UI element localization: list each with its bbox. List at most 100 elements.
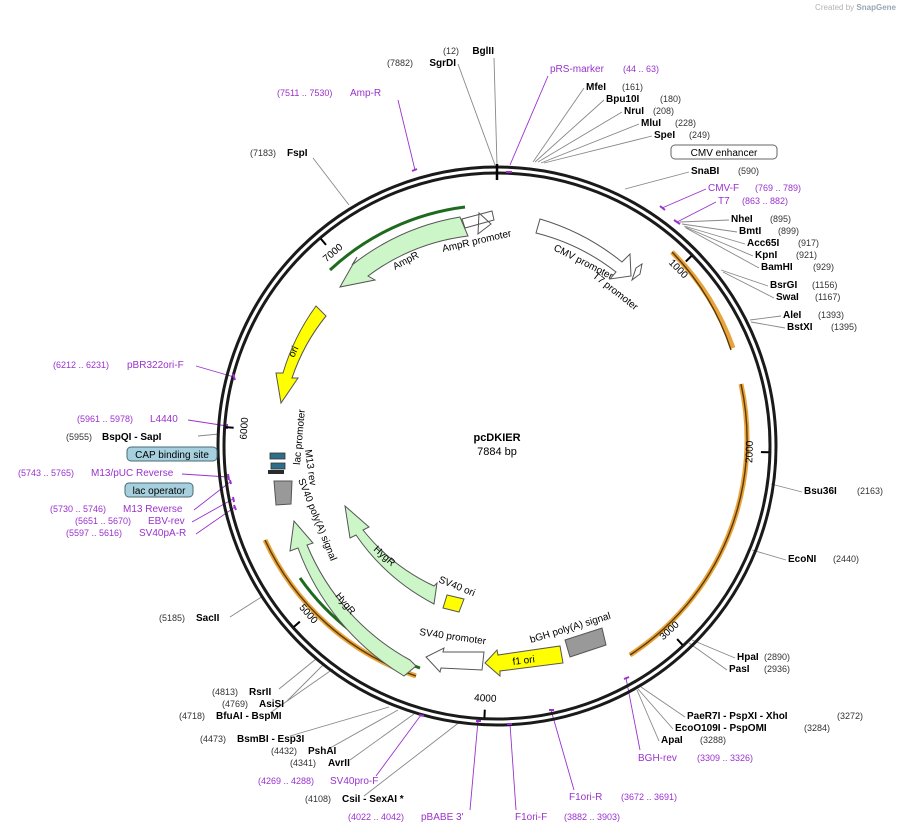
primer-name: pBR322ori-F	[127, 360, 184, 371]
enzyme-position: (4769)	[222, 699, 248, 709]
enzyme-leader-32	[197, 433, 220, 437]
enzyme-name: RsrII	[249, 687, 271, 698]
enzyme-position: (921)	[796, 250, 817, 260]
ruler-label-5000: 5000	[296, 602, 319, 626]
enzyme-name: Bpu10I	[606, 94, 640, 105]
enzyme-leader-33	[312, 157, 350, 206]
primer-range: (4022 .. 4042)	[348, 812, 404, 822]
enzyme-leader-10	[683, 225, 746, 245]
enzyme-leader-25	[349, 713, 415, 761]
enzyme-leader-20	[688, 642, 728, 671]
primer-name: Amp-R	[350, 88, 381, 99]
enzyme-name: BfuAI - BspMI	[216, 711, 282, 722]
enzyme-name: EcoO109I - PspOMI	[675, 723, 767, 734]
enzyme-leader-12	[685, 227, 760, 269]
enzyme-position: (2936)	[764, 664, 790, 674]
enzyme-position: (4813)	[212, 687, 238, 697]
primer-leader-12	[509, 723, 517, 811]
enzyme-name: BstXI	[787, 322, 813, 333]
primer-range: (3309 .. 3326)	[697, 753, 753, 763]
t7-promoter-arrow	[631, 262, 643, 282]
label-lac-promoter: lac promoter	[292, 408, 308, 465]
label-sv40-promoter: SV40 promoter	[419, 627, 488, 647]
ampr-promoter-arrow	[461, 210, 495, 236]
ruler-label-4000: 4000	[474, 693, 497, 705]
primer-tick-sv40pa	[233, 504, 237, 511]
primer-range: (5961 .. 5978)	[77, 414, 133, 424]
enzyme-leader-5	[540, 123, 640, 164]
plasmid-size: 7884 bp	[477, 446, 517, 458]
enzyme-name: BmtI	[739, 226, 761, 237]
enzyme-leader-11	[684, 226, 754, 257]
primer-leader-1	[397, 99, 416, 171]
lac-operator-label: lac operator	[133, 486, 186, 497]
enzyme-leader-28	[269, 668, 334, 714]
orf-arc-right-2	[628, 383, 750, 658]
enzyme-position: (7882)	[387, 58, 413, 68]
primer-range: (5597 .. 5616)	[66, 528, 122, 538]
primer-leader-9	[195, 506, 236, 535]
enzyme-leader-0	[493, 57, 498, 166]
enzyme-position: (180)	[660, 94, 681, 104]
enzyme-position: (7183)	[250, 148, 276, 158]
primer-name: M13 Reverse	[123, 504, 183, 515]
primer-range: (4269 .. 4288)	[258, 776, 314, 786]
enzyme-leader-16	[750, 321, 786, 329]
enzyme-leader-18	[751, 549, 787, 561]
cmv-promoter-arrow	[535, 218, 632, 280]
hygr-inner-arrow	[344, 504, 438, 605]
hygr-outer-arrow	[289, 519, 417, 677]
primer-name: pRS-marker	[550, 64, 605, 75]
enzyme-position: (4432)	[271, 746, 297, 756]
enzyme-leader-24	[363, 720, 462, 797]
cap-binding-site-label: CAP binding site	[135, 450, 209, 461]
enzyme-leader-29	[286, 663, 325, 702]
enzyme-position: (4341)	[290, 758, 316, 768]
enzyme-position: (899)	[778, 226, 799, 236]
enzyme-name: NheI	[731, 214, 753, 225]
site-labels: BglII(12)SgrDI(7882)MfeI(161)Bpu10I(180)…	[18, 46, 883, 823]
lac-operator-marker	[270, 462, 286, 470]
enzyme-leader-13	[720, 269, 769, 287]
enzyme-leader-21	[640, 686, 686, 718]
enzyme-position: (12)	[443, 46, 459, 56]
enzyme-leader-14	[722, 271, 775, 299]
primer-range: (863 .. 882)	[742, 196, 788, 206]
label-ori: ori	[287, 345, 302, 360]
primer-tick-ampr	[411, 168, 418, 172]
cap-binding-site-box	[126, 446, 218, 462]
feature-labels: AmpR promoter AmpR CMV promoter T7 promo…	[287, 228, 641, 668]
primer-range: (5743 .. 5765)	[18, 468, 74, 478]
primer-range: (7511 .. 7530)	[277, 88, 332, 98]
primer-name: CMV-F	[708, 183, 739, 194]
enzyme-name: SgrDI	[429, 58, 456, 69]
plasmid-name: pcDKIER	[473, 432, 520, 444]
primer-leader-13	[469, 720, 479, 811]
enzyme-name: SpeI	[654, 130, 675, 141]
primer-name: M13/pUC Reverse	[91, 468, 174, 479]
ruler-tick-5000	[293, 620, 301, 628]
ruler-tick-7000	[320, 238, 327, 246]
enzyme-position: (2890)	[764, 652, 790, 662]
cmv-enhancer-label: CMV enhancer	[691, 148, 758, 159]
enzyme-name: BglII	[472, 46, 494, 57]
enzyme-name: PshAI	[308, 746, 337, 757]
primer-tick-t7	[673, 219, 681, 225]
enzyme-name: Bsu36I	[804, 486, 837, 497]
primer-leader-7	[193, 481, 231, 511]
primer-tick-ebv	[232, 496, 235, 503]
primer-leader-8	[191, 498, 234, 523]
primer-leader-2	[661, 188, 707, 209]
enzyme-name: SwaI	[776, 292, 799, 303]
primer-tick-m13rev	[229, 479, 232, 485]
enzyme-name: SacII	[196, 613, 220, 624]
primer-name: BGH-rev	[638, 753, 677, 764]
enzyme-leader-19	[691, 639, 736, 659]
enzyme-leader-4	[537, 111, 623, 163]
primer-name: F1ori-F	[515, 812, 547, 823]
enzyme-name: ApaI	[661, 735, 683, 746]
enzyme-name: MluI	[641, 118, 661, 129]
enzyme-position: (895)	[770, 214, 791, 224]
enzyme-position: (228)	[675, 118, 696, 128]
cap-marker	[269, 452, 286, 460]
